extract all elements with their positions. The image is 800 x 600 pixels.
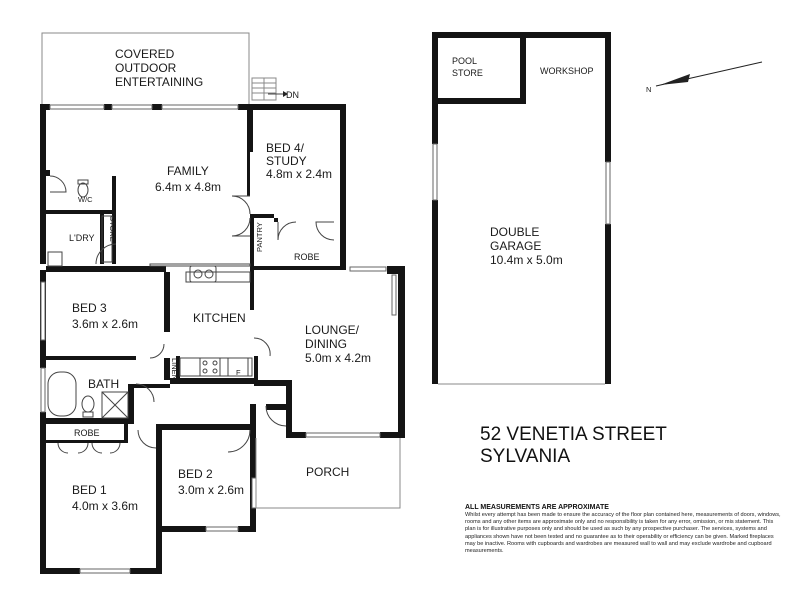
bed2-size: 3.0m x 2.6m xyxy=(178,483,244,497)
bed3-size: 3.6m x 2.6m xyxy=(72,317,138,331)
porch-area xyxy=(255,438,401,509)
bed4-size: 4.8m x 2.4m xyxy=(266,167,332,181)
bed2-label: BED 2 xyxy=(178,467,213,481)
bath-label: BATH xyxy=(88,377,119,391)
garage-label-2: GARAGE xyxy=(490,239,541,253)
doors xyxy=(49,175,335,454)
kitchen-label: KITCHEN xyxy=(193,311,246,325)
lounge-size: 5.0m x 4.2m xyxy=(305,351,371,365)
lounge-label-2: DINING xyxy=(305,337,347,351)
linen-label: LINEN xyxy=(170,358,179,380)
wc-label: W/C xyxy=(78,195,93,204)
covered-outdoor-area xyxy=(41,32,250,104)
steps xyxy=(251,77,288,101)
house-walls xyxy=(40,104,405,574)
family-size: 6.4m x 4.8m xyxy=(155,180,221,194)
garage-label-1: DOUBLE xyxy=(490,225,539,239)
fridge-label: F xyxy=(236,368,241,377)
lounge-label-1: LOUNGE/ xyxy=(305,323,360,337)
down-label: DN xyxy=(286,90,299,100)
pool-store-label-2: STORE xyxy=(452,68,483,78)
bed4-robe-label: ROBE xyxy=(294,252,320,262)
covered-outdoor-label-2: OUTDOOR xyxy=(115,61,177,75)
bed4-label-1: BED 4/ xyxy=(266,141,305,155)
workshop-label: WORKSHOP xyxy=(540,66,594,76)
disclaimer-body: Whilst every attempt has been made to en… xyxy=(465,512,781,555)
covered-outdoor-label-1: COVERED xyxy=(115,47,175,61)
porch-label: PORCH xyxy=(306,465,349,479)
family-label: FAMILY xyxy=(167,164,209,178)
garage-size: 10.4m x 5.0m xyxy=(490,253,563,267)
garage-walls xyxy=(432,32,611,385)
bed1-robe-label: ROBE xyxy=(74,428,100,438)
north-label: N xyxy=(646,85,651,94)
north-arrow: N xyxy=(646,61,763,94)
bed4-label-2: STUDY xyxy=(266,154,307,168)
address-line-2: SYLVANIA xyxy=(480,446,570,467)
fixtures xyxy=(47,179,253,419)
address-line-1: 52 VENETIA STREET xyxy=(480,424,667,445)
covered-outdoor-label-3: ENTERTAINING xyxy=(115,75,203,89)
store-label: STORE xyxy=(108,216,117,242)
pantry-label: PANTRY xyxy=(255,222,264,252)
pool-store-label-1: POOL xyxy=(452,56,477,66)
laundry-label: L'DRY xyxy=(69,233,95,243)
bed3-label: BED 3 xyxy=(72,301,107,315)
room-labels: COVERED OUTDOOR ENTERTAINING DN FAMILY 6… xyxy=(69,47,667,513)
bed1-label: BED 1 xyxy=(72,483,107,497)
disclaimer-title: ALL MEASUREMENTS ARE APPROXIMATE xyxy=(465,504,609,511)
bed1-size: 4.0m x 3.6m xyxy=(72,499,138,513)
